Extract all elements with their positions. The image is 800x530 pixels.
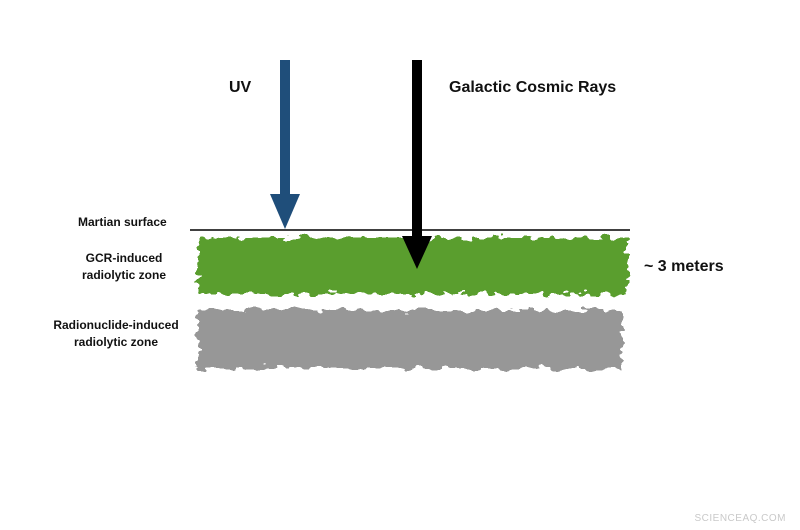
gcr-zone-label-line1: GCR-induced bbox=[85, 251, 163, 265]
watermark: SCIENCEAQ.COM bbox=[694, 513, 786, 524]
uv-arrow bbox=[270, 60, 300, 229]
martian-surface-label: Martian surface bbox=[78, 215, 167, 229]
gcr-label: Galactic Cosmic Rays bbox=[449, 79, 617, 96]
radionuclide-zone-label-line1: Radionuclide-induced bbox=[53, 318, 179, 332]
gcr-zone-label-line2: radiolytic zone bbox=[82, 268, 167, 282]
radionuclide-zone bbox=[198, 310, 622, 368]
gcr-arrow bbox=[402, 60, 432, 269]
radionuclide-zone-label-line2: radiolytic zone bbox=[73, 335, 159, 349]
depth-label: ~ 3 meters bbox=[644, 258, 724, 275]
gcr-zone-label: GCR-induced radiolytic zone bbox=[82, 250, 166, 284]
radionuclide-zone-label: Radionuclide-induced radiolytic zone bbox=[48, 317, 184, 351]
uv-label: UV bbox=[229, 79, 252, 96]
